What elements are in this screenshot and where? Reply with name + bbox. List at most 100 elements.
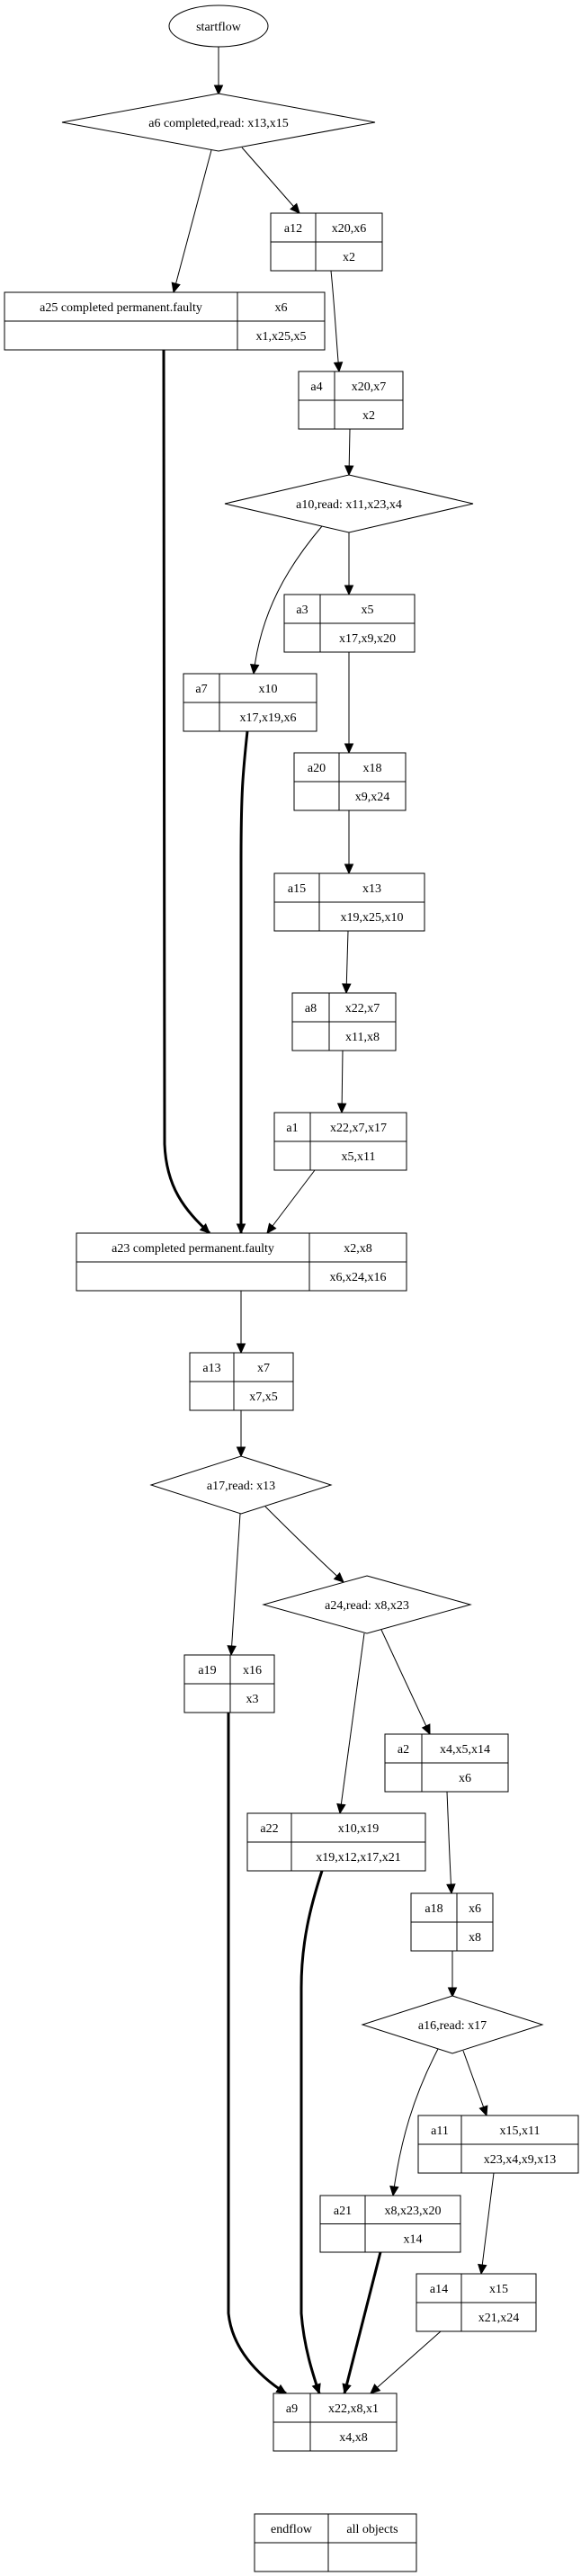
edge-line <box>345 930 349 994</box>
record-writes: x10,x19 <box>338 1822 380 1836</box>
record-reads: x7,x5 <box>249 1391 278 1404</box>
edge-line <box>162 349 211 1235</box>
record-name: a14 <box>430 2283 448 2296</box>
edge-line <box>330 270 340 372</box>
node-startflow[interactable]: startflow <box>168 4 269 48</box>
arrowhead-icon <box>344 585 354 596</box>
record-name: a4 <box>310 380 322 394</box>
edge-a18-to-a16 <box>447 1951 458 1999</box>
node-a10[interactable]: a10,read: x11,x23,x4 <box>224 474 474 533</box>
node-a24[interactable]: a24,read: x8,x23 <box>262 1575 472 1634</box>
arrowhead-icon <box>344 465 354 477</box>
edge-a6-to-a12 <box>241 147 300 214</box>
node-a17[interactable]: a17,read: x13 <box>149 1455 333 1515</box>
edge-a13-to-a17 <box>236 1410 246 1458</box>
decision-label: a17,read: x13 <box>207 1480 275 1493</box>
edge-a17-to-a24 <box>264 1506 344 1583</box>
record-name: a2 <box>398 1743 409 1757</box>
record-writes: x7 <box>257 1362 270 1375</box>
edge-a1-to-a23 <box>266 1169 316 1234</box>
edge-a8-to-a1 <box>336 1050 347 1114</box>
decision-diamond <box>224 474 474 533</box>
record-writes: x20,x7 <box>352 380 387 394</box>
edge-line <box>264 1506 344 1583</box>
edge-a17-to-a19 <box>227 1513 241 1657</box>
arrowhead-icon <box>336 1802 346 1815</box>
decision-diamond <box>262 1575 472 1634</box>
node-label: startflow <box>196 21 242 34</box>
arrowhead-icon <box>290 202 300 214</box>
record-reads: x17,x19,x6 <box>240 711 297 725</box>
record-name: endflow <box>271 2523 313 2536</box>
edge-a25-to-a23 <box>162 349 211 1235</box>
edge-line <box>230 1513 241 1656</box>
record-reads: x17,x9,x20 <box>339 632 396 646</box>
decision-label: a16,read: x17 <box>418 2019 487 2033</box>
record-name: a3 <box>296 604 308 617</box>
edge-a15-to-a8 <box>342 930 352 995</box>
record-name: a21 <box>334 2205 352 2218</box>
record-name: a15 <box>288 882 306 896</box>
record-reads: x14 <box>404 2232 423 2246</box>
node-endflow[interactable]: endflow all objects <box>254 2513 417 2572</box>
record-writes: x4,x5,x14 <box>440 1743 490 1757</box>
edge-a10-to-a7 <box>249 525 323 675</box>
edge-line <box>343 2251 382 2394</box>
record-reads: x6,x24,x16 <box>330 1271 387 1284</box>
node-a9[interactable]: a9 x22,x8,x1 x4,x8 <box>273 2393 398 2452</box>
record-writes: x15 <box>489 2283 508 2296</box>
arrowhead-icon <box>342 983 352 995</box>
record-reads: x8 <box>469 1931 481 1945</box>
record-writes: x22,x7 <box>345 1002 380 1015</box>
edge-a20-to-a15 <box>344 810 354 875</box>
arrowhead-icon <box>236 1223 246 1235</box>
record-writes: all objects <box>346 2523 398 2536</box>
arrowhead-icon <box>333 362 344 373</box>
arrowhead-icon <box>389 2185 399 2197</box>
record-reads: x19,x12,x17,x21 <box>316 1851 401 1865</box>
record-name: a23 completed permanent.faulty <box>112 1242 274 1256</box>
edge-a11-to-a14 <box>478 2172 495 2276</box>
record-reads: x1,x25,x5 <box>256 330 307 344</box>
edge-line <box>341 1050 344 1114</box>
record-reads: x4,x8 <box>339 2431 368 2445</box>
node-a6[interactable]: a6 completed,read: x13,x15 <box>61 93 376 152</box>
edge-line <box>173 149 212 293</box>
arrowhead-icon <box>478 2263 487 2276</box>
arrowhead-icon <box>336 1103 347 1114</box>
arrowhead-icon <box>421 1723 431 1736</box>
record-name: a9 <box>286 2402 298 2416</box>
edge-a21-to-a9 <box>342 2251 382 2395</box>
record-writes: x16 <box>243 1664 262 1677</box>
arrowhead-icon <box>446 1883 456 1895</box>
edge-a10-to-a3 <box>344 532 354 596</box>
record-writes: x22,x8,x1 <box>328 2402 379 2416</box>
edge-line <box>446 1791 452 1894</box>
record-writes: x6 <box>275 301 288 315</box>
record-name: a11 <box>431 2124 449 2138</box>
edge-line <box>462 2050 487 2116</box>
edge-line <box>370 2330 442 2394</box>
edge-a2-to-a18 <box>446 1791 456 1895</box>
edge-line <box>339 1632 365 1814</box>
node-a16[interactable]: a16,read: x17 <box>361 1995 544 2054</box>
arrowhead-icon <box>333 1572 344 1583</box>
